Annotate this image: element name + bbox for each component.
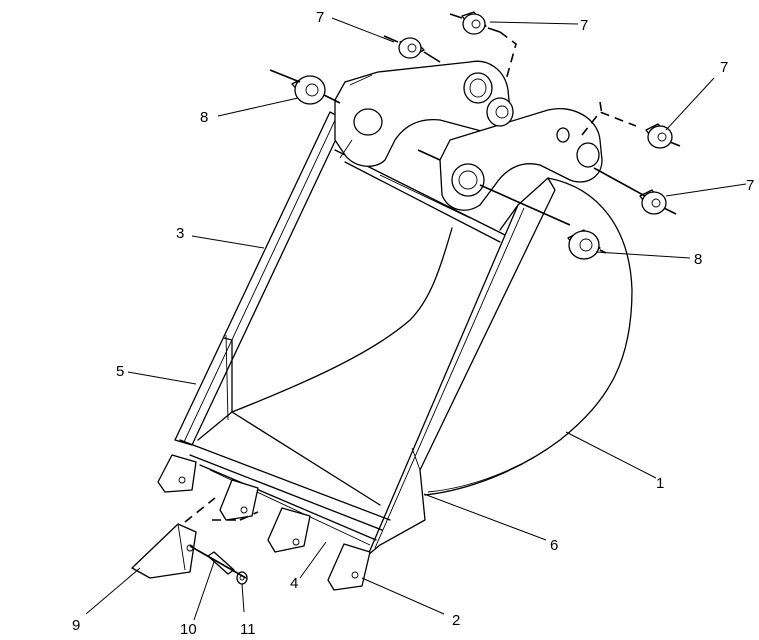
callout-6: 6: [550, 537, 558, 554]
left-side-plate: [174, 111, 346, 446]
bushing-7-right-lower: [639, 189, 667, 215]
bucket-shell: [179, 177, 633, 546]
tooth-adapter-3: [267, 507, 311, 553]
callout-3: 3: [176, 225, 184, 242]
callout-11: 11: [240, 621, 256, 638]
callout-2: 2: [452, 612, 460, 629]
callout-5: 5: [116, 363, 124, 380]
callout-7-right-lower: 7: [746, 177, 754, 194]
callout-1: 1: [656, 475, 664, 492]
bushing-7-top-right: [461, 11, 487, 35]
tooth-pin-axis: [189, 545, 247, 579]
callout-labels: 1 2 3 4 5 6 7 7 7 7 8 8 9 10 11: [72, 9, 754, 638]
tooth-point-9: [131, 523, 197, 579]
bushing-7-top-left: [398, 37, 425, 59]
tooth-adapter-2: [219, 479, 259, 521]
callout-7-top-right: 7: [580, 17, 588, 34]
callout-8-left: 8: [200, 109, 208, 126]
right-side-plate: [367, 177, 556, 556]
tooth-dash-lines: [184, 497, 259, 523]
tooth-adapter-right: [327, 543, 371, 591]
callout-7-right-upper: 7: [720, 59, 728, 76]
bushing-inner: [486, 97, 514, 127]
callout-7-top-left: 7: [316, 9, 324, 26]
callout-8-right: 8: [694, 251, 702, 268]
callout-10: 10: [180, 621, 197, 638]
tooth-adapter-left: [157, 454, 197, 493]
bushing-7-right-upper: [645, 123, 673, 149]
callout-4: 4: [290, 575, 298, 592]
callout-9: 9: [72, 617, 80, 634]
leader-lines: [85, 17, 747, 621]
bushing-8-left: [291, 75, 326, 105]
bushing-8-right: [567, 229, 601, 260]
assembly-axes: [269, 13, 681, 254]
